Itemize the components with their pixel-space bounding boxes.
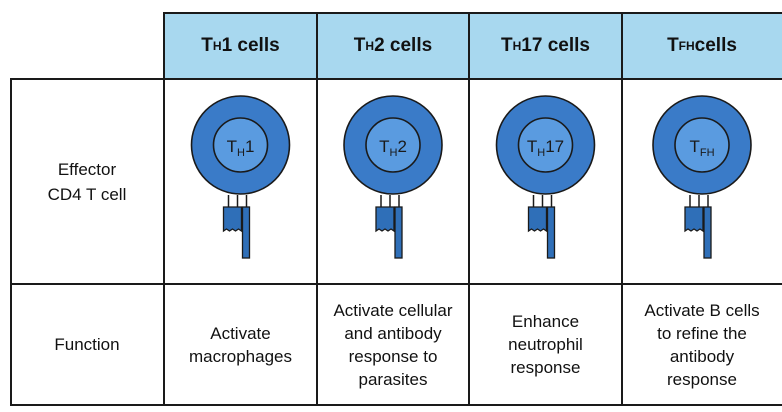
header-th2-suffix: 2 cells [374,35,433,56]
function-th2: Activate cellular and antibody response … [333,300,453,389]
header-th17-suffix: 17 cells [521,35,590,56]
th1-cell-illustration: TH1 [190,95,291,259]
header-tfh-main: T [667,35,679,56]
grid-line-col3 [468,12,470,406]
header-th17-main: T [501,35,513,56]
th17-cd4-coreceptor [546,206,556,259]
th2-cell-illustration: TH2 [343,95,443,259]
th17-cell-illustration: TH17 [495,95,596,259]
header-th2-main: T [353,35,366,56]
th1-nucleus [212,117,269,173]
tfh-cd4-coreceptor [703,206,712,259]
th1-tcr [222,206,243,233]
tfh-tcr [684,206,704,233]
th2-cd4-coreceptor [394,206,403,259]
row-label-effector: Effector CD4 T cell [47,159,127,204]
grid-line-col1 [163,12,165,406]
grid-line-bottom [10,404,782,406]
tfh-nucleus [674,117,730,173]
th2-cell-label: TH2 [379,137,407,159]
function-th1: Activate macrophages [188,323,292,366]
grid-line-header-bottom [10,78,782,80]
th17-cell-label: TH17 [527,137,564,159]
th2-nucleus [365,117,421,173]
header-th1-main: T [201,35,213,56]
header-tfh-suffix: cells [694,35,737,56]
function-th17: Enhance neutrophil response [508,312,583,377]
tfh-cell-illustration: TFH [652,95,752,259]
th17-tcr [527,206,548,233]
grid-line-col2 [316,12,318,406]
row-label-function: Function [54,335,120,354]
grid-line-col4 [621,12,623,406]
grid-line-middle [10,283,782,285]
function-tfh: Activate B cells to refine the antibody … [644,300,760,389]
th17-nucleus [517,117,574,173]
th1-cell-label: TH1 [227,137,255,159]
th2-tcr [375,206,395,233]
th1-cd4-coreceptor [241,206,251,259]
tfh-cell-label: TFH [689,137,714,159]
header-th1-suffix: 1 cells [221,35,280,56]
grid-line-left [10,78,12,406]
grid-line-top [164,12,782,14]
